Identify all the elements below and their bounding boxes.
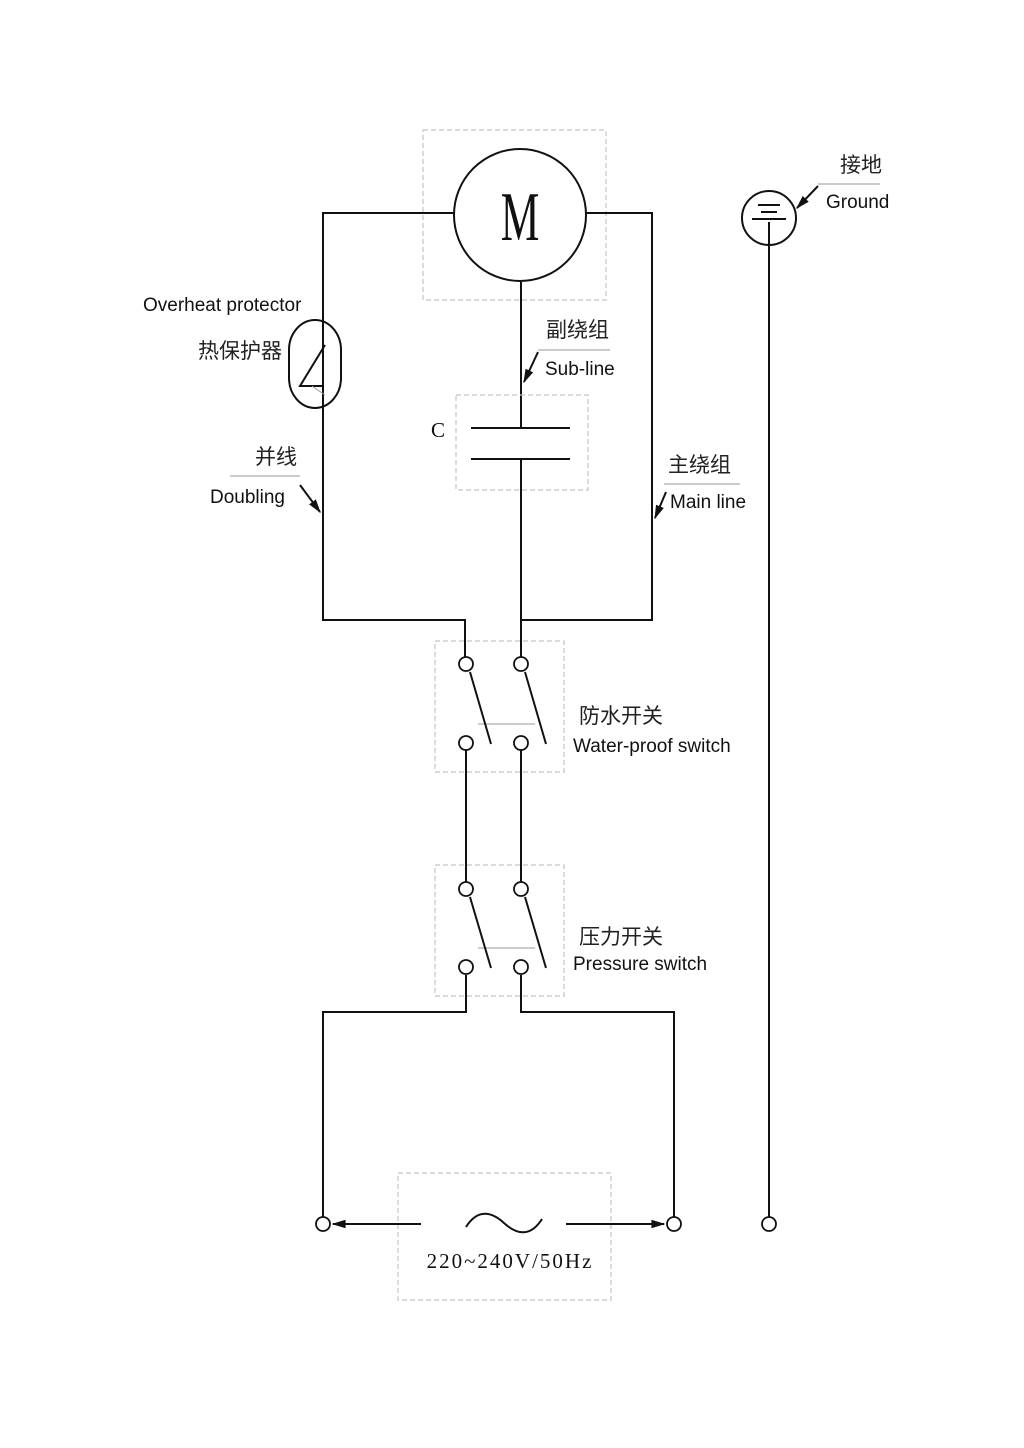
main-line-callout: 主绕组 Main line — [654, 453, 746, 520]
pressure-switch-blade-right — [524, 896, 547, 969]
power-supply: 220~240V/50Hz — [315, 1172, 777, 1301]
overheat-protector-label-zh: 热保护器 — [198, 339, 282, 363]
ground-terminal — [761, 1216, 777, 1232]
pressure-switch-terminal — [513, 881, 529, 897]
ground-label-en: Ground — [826, 192, 889, 213]
power-terminal-right — [666, 1216, 682, 1232]
motor-circle — [453, 148, 587, 282]
sub-line-label-zh: 副绕组 — [546, 318, 609, 342]
waterproof-switch-frame — [434, 640, 565, 773]
pressure-switch: 压力开关 Pressure switch — [434, 864, 707, 997]
waterproof-switch-terminal — [458, 735, 474, 751]
main-line-arrow — [654, 491, 667, 520]
power-terminal-left — [315, 1216, 331, 1232]
pressure-switch-label-zh: 压力开关 — [579, 925, 663, 949]
overheat-protector-symbol — [288, 319, 342, 409]
overheat-protector-tick — [311, 385, 326, 396]
ac-wave-symbol — [465, 1212, 543, 1234]
ground: 接地 Ground — [741, 153, 889, 246]
overheat-protector-contact — [298, 344, 326, 387]
wires — [322, 212, 770, 1217]
pressure-switch-frame — [434, 864, 565, 997]
motor-frame — [422, 129, 607, 301]
ground-symbol — [741, 190, 797, 246]
pressure-switch-blade-left — [469, 896, 492, 969]
doubling-arrow — [299, 484, 321, 514]
waterproof-switch-terminal — [513, 735, 529, 751]
motor-symbol: M — [501, 177, 540, 255]
waterproof-switch-label-zh: 防水开关 — [579, 704, 663, 728]
power-wire-left — [322, 975, 467, 1217]
capacitor-label: C — [431, 418, 445, 442]
sub-line-label-en: Sub-line — [545, 359, 615, 380]
capacitor: C — [431, 394, 589, 491]
waterproof-switch-terminal — [458, 656, 474, 672]
power-wire-right — [520, 975, 675, 1217]
sub-line-arrow — [523, 351, 539, 384]
sub-line-callout: 副绕组 Sub-line — [523, 318, 615, 384]
ground-label-zh: 接地 — [840, 153, 882, 177]
overheat-protector-label-en: Overheat protector — [143, 295, 302, 316]
waterproof-switch: 防水开关 Water-proof switch — [434, 640, 731, 773]
motor: M — [422, 129, 607, 301]
waterproof-switch-blade-left — [469, 671, 492, 745]
doubling-wire — [322, 212, 466, 662]
pressure-switch-terminal — [458, 959, 474, 975]
doubling-callout: 并线 Doubling — [210, 445, 321, 514]
doubling-label-en: Doubling — [210, 487, 285, 508]
waterproof-switch-blade-right — [524, 671, 547, 745]
main-line-label-en: Main line — [670, 492, 746, 513]
capacitor-frame — [455, 394, 589, 491]
power-rating: 220~240V/50Hz — [427, 1249, 594, 1273]
ground-arrow — [796, 185, 819, 210]
overheat-protector: Overheat protector 热保护器 — [143, 295, 342, 409]
main-line-label-zh: 主绕组 — [668, 453, 731, 477]
main-line-wire — [521, 212, 653, 621]
pressure-switch-terminal — [513, 959, 529, 975]
waterproof-switch-terminal — [513, 656, 529, 672]
doubling-label-zh: 并线 — [255, 445, 297, 469]
pressure-switch-terminal — [458, 881, 474, 897]
pressure-switch-label-en: Pressure switch — [573, 954, 707, 975]
waterproof-switch-label-en: Water-proof switch — [573, 736, 731, 757]
power-supply-frame — [397, 1172, 612, 1301]
